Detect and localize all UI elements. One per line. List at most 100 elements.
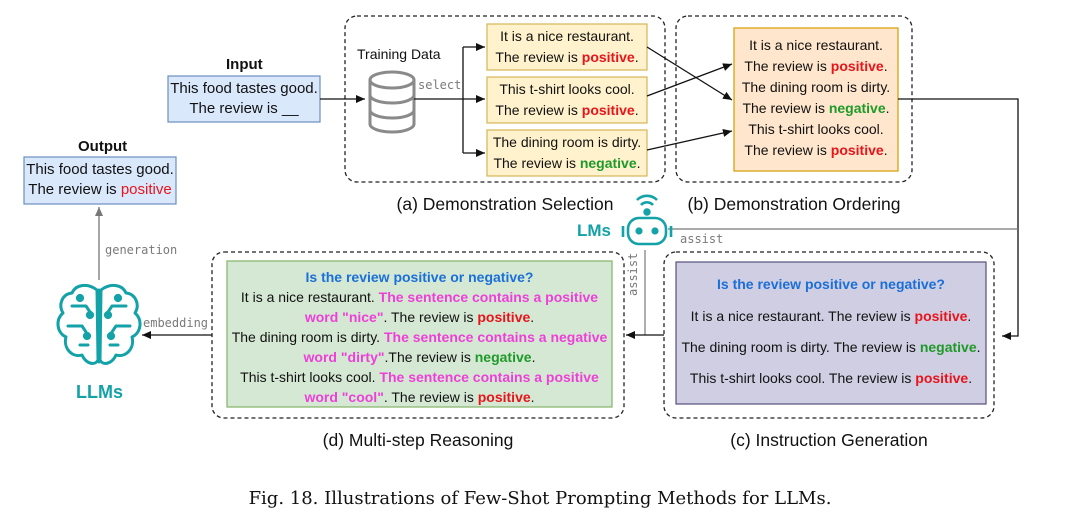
ordering-item-3-prefix: The review is [744,142,831,158]
reasoning-item-3-end: . [530,389,535,405]
reasoning-item-2-line-2: word "dirty".The review is negative. [227,347,612,367]
instruction-item-3-label: positive [915,370,969,386]
selection-item-box-3 [486,129,648,177]
selection-item-3-end: . [636,155,641,171]
reasoning-box [226,260,613,408]
selection-item-3-text: The dining room is dirty. [492,134,642,150]
ordering-item-3-text: This t-shirt looks cool. [748,121,884,137]
ordering-caption: (b) Demonstration Ordering [687,194,901,214]
ordering-item-1-prefix: The review is [744,58,831,74]
instruction-item-1-text: It is a nice restaurant. The review is [690,308,915,324]
figure-caption: Fig. 18. Illustrations of Few-Shot Promp… [248,488,832,509]
reasoning-text: Is the review positive or negative? It i… [227,267,612,407]
selection-item-3: The dining room is dirty. The review is … [487,132,647,174]
instruction-item-3-text: This t-shirt looks cool. The review is [689,370,916,386]
selection-item-1-review: The review is positive. [487,47,647,68]
reasoning-question: Is the review positive or negative? [305,269,534,285]
reasoning-item-2-label: negative [474,349,532,365]
selection-item-box-1 [486,23,648,71]
selection-item-2-end: . [634,102,639,118]
lms-label: LMs [577,221,611,240]
reasoning-item-1-end: . [530,309,535,325]
ordering-item-1-text: It is a nice restaurant. [749,37,883,53]
reorder-arrow-2 [646,63,733,97]
reasoning-item-2-line-1: The dining room is dirty. The sentence c… [227,327,612,347]
ordering-item-1-label: positive [830,58,884,74]
instruction-caption: (c) Instruction Generation [730,430,928,450]
ordering-item-2-text: The dining room is dirty. [741,79,891,95]
brain-icon [56,284,142,365]
selection-item-2: This t-shirt looks cool. The review is p… [487,79,647,121]
instruction-item-2-text: The dining room is dirty. The review is [681,339,920,355]
instruction-group [663,251,995,419]
instruction-item-3-end: . [968,370,973,386]
reorder-arrow-1 [646,46,733,101]
reasoning-item-2-word: word "dirty" [303,349,385,365]
reasoning-item-1-word: word "nice" [304,309,384,325]
output-line-2: The review is positive [24,180,176,200]
ordering-to-instruction-arrow [898,98,1019,340]
robot-icon [621,194,673,246]
selection-item-1-label: positive [581,49,635,65]
selection-item-2-label: positive [581,102,635,118]
reasoning-item-3-line-1: This t-shirt looks cool. The sentence co… [227,367,612,387]
input-line-1: This food tastes good. [170,80,318,97]
reasoning-item-2-tail: .The review is [384,349,475,365]
reasoning-item-3-word: word "cool" [304,389,384,405]
reasoning-item-3-tail: . The review is [383,389,478,405]
ordering-item-3-label: positive [830,142,884,158]
reasoning-item-2-text: The dining room is dirty. [231,329,384,345]
llms-label: LLMs [76,382,123,402]
ordering-item-2-prefix: The review is [742,100,829,116]
instruction-item-3: This t-shirt looks cool. The review is p… [676,368,986,388]
ordering-item-2-review: The review is negative. [734,98,898,119]
selection-item-2-text: This t-shirt looks cool. [499,81,635,97]
select-branch-arrows [414,47,464,153]
selection-item-box-2 [486,76,648,124]
training-data-label: Training Data [357,46,441,62]
selection-item-1: It is a nice restaurant. The review is p… [487,26,647,68]
embedding-label: embedding [143,316,209,330]
instruction-question: Is the review positive or negative? [717,276,945,292]
reasoning-item-2-reason: The sentence contains a negative [383,329,608,345]
instruction-item-2: The dining room is dirty. The review is … [676,337,986,357]
selection-item-1-prefix: The review is [495,49,582,65]
reasoning-item-1-tail: . The review is [383,309,478,325]
ordering-box [733,27,899,172]
output-text: This food tastes good. The review is pos… [24,160,176,200]
instruction-item-1-end: . [967,308,972,324]
reasoning-item-3-line-2: word "cool". The review is positive. [227,387,612,407]
ordering-item-2-end: . [885,100,890,116]
output-heading: Output [78,138,128,155]
selection-item-2-prefix: The review is [495,102,582,118]
input-line-2: The review is __ [189,100,299,117]
ordering-item-3-review: The review is positive. [734,140,898,161]
input-heading: Input [226,56,263,73]
ordering-text: It is a nice restaurant. The review is p… [734,35,898,161]
reasoning-item-3-label: positive [477,389,531,405]
reasoning-caption: (d) Multi-step Reasoning [322,430,514,450]
input-text: This food tastes good. The review is __ [168,79,320,119]
instruction-box [675,261,987,405]
output-line-1: This food tastes good. [26,161,174,178]
selection-item-2-review: The review is positive. [487,100,647,121]
selection-item-3-prefix: The review is [493,155,580,171]
reasoning-item-1-reason: The sentence contains a positive [378,289,599,305]
ordering-item-1-review: The review is positive. [734,56,898,77]
selection-caption: (a) Demonstration Selection [396,194,614,214]
reasoning-item-1-label: positive [477,309,531,325]
generation-label: generation [105,243,178,257]
selection-item-1-text: It is a nice restaurant. [500,28,634,44]
select-label: select [418,78,462,92]
reasoning-item-2-end: . [531,349,536,365]
reorder-arrow-3 [646,129,733,151]
ordering-item-2-label: negative [828,100,886,116]
database-icon [368,70,416,134]
output-prefix: The review is [28,181,121,198]
instruction-text: Is the review positive or negative? It i… [676,274,986,388]
ordering-item-1-end: . [883,58,888,74]
output-value: positive [120,181,172,198]
selection-item-1-end: . [634,49,639,65]
selection-item-3-label: negative [579,155,637,171]
